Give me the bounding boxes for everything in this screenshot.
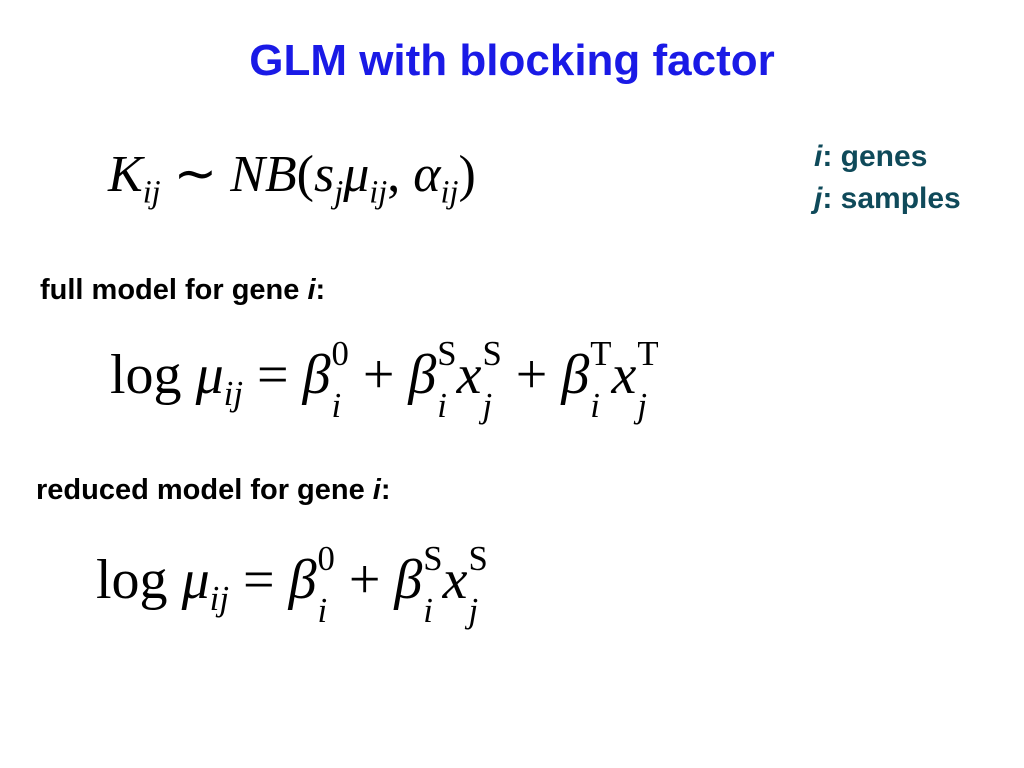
eq-subscript: i [437,386,447,426]
eq-symbol: μ [195,344,224,406]
legend-item-samples: j: samples [814,178,961,220]
eq-superscript: S [437,333,457,373]
eq-subscript: ij [142,173,161,210]
eq-symbol: β [288,549,317,611]
eq-operator: = [242,344,303,406]
eq-superscript: T [590,333,612,373]
legend-symbol: j [814,182,823,215]
legend-symbol: i [814,140,823,173]
eq-subscript: ij [440,173,459,210]
eq-symbol: s [313,146,335,203]
label-colon: : [380,474,391,506]
eq-superscript: S [482,333,502,373]
eq-symbol: β [408,344,437,406]
full-model-label: full model for gene i: [40,272,325,308]
slide-title: GLM with blocking factor [249,36,775,85]
eq-symbol: K [108,146,143,203]
eq-operator: log [96,549,182,611]
eq-symbol: β [302,344,331,406]
label-text: reduced model for gene [36,474,373,506]
eq-subscript: j [334,173,344,210]
label-symbol: i [307,274,316,306]
eq-paren: ( [296,146,314,203]
eq-superscript: S [468,538,488,578]
legend-text: : samples [822,182,961,215]
index-legend: i: genes j: samples [814,136,961,220]
eq-symbol: NB [230,146,297,203]
eq-symbol: x [456,344,482,406]
eq-operator: + [348,344,409,406]
eq-symbol: x [611,344,637,406]
eq-subscript: ij [369,173,388,210]
eq-superscript: T [637,333,659,373]
eq-superscript: S [423,538,443,578]
eq-operator: , [387,146,414,203]
eq-symbol: β [394,549,423,611]
eq-symbol: α [413,146,441,203]
eq-subscript: i [331,386,342,426]
legend-item-genes: i: genes [814,136,961,178]
eq-subscript: i [423,591,433,631]
nb-distribution-equation: Kij ∼ NB(sjμij, αij) [108,140,476,226]
eq-operator: + [501,344,562,406]
eq-symbol: μ [343,146,370,203]
label-colon: : [315,274,326,306]
legend-text: : genes [822,140,928,173]
eq-symbol: μ [181,549,210,611]
eq-superscript: 0 [331,333,349,373]
eq-superscript: 0 [317,538,335,578]
eq-operator: ∼ [160,146,231,203]
eq-operator: = [228,549,289,611]
eq-paren: ) [458,146,476,203]
eq-subscript: j [482,386,493,426]
eq-subscript: i [317,591,328,631]
eq-subscript: j [468,591,479,631]
eq-operator: log [110,344,196,406]
eq-symbol: β [561,344,590,406]
label-symbol: i [372,474,381,506]
eq-operator: + [334,549,395,611]
label-text: full model for gene [40,274,308,306]
reduced-model-label: reduced model for gene i: [36,472,391,508]
eq-symbol: x [442,549,468,611]
eq-subscript: i [590,386,600,426]
eq-subscript: ij [223,374,243,414]
eq-subscript: j [637,386,647,426]
eq-subscript: ij [209,579,229,619]
